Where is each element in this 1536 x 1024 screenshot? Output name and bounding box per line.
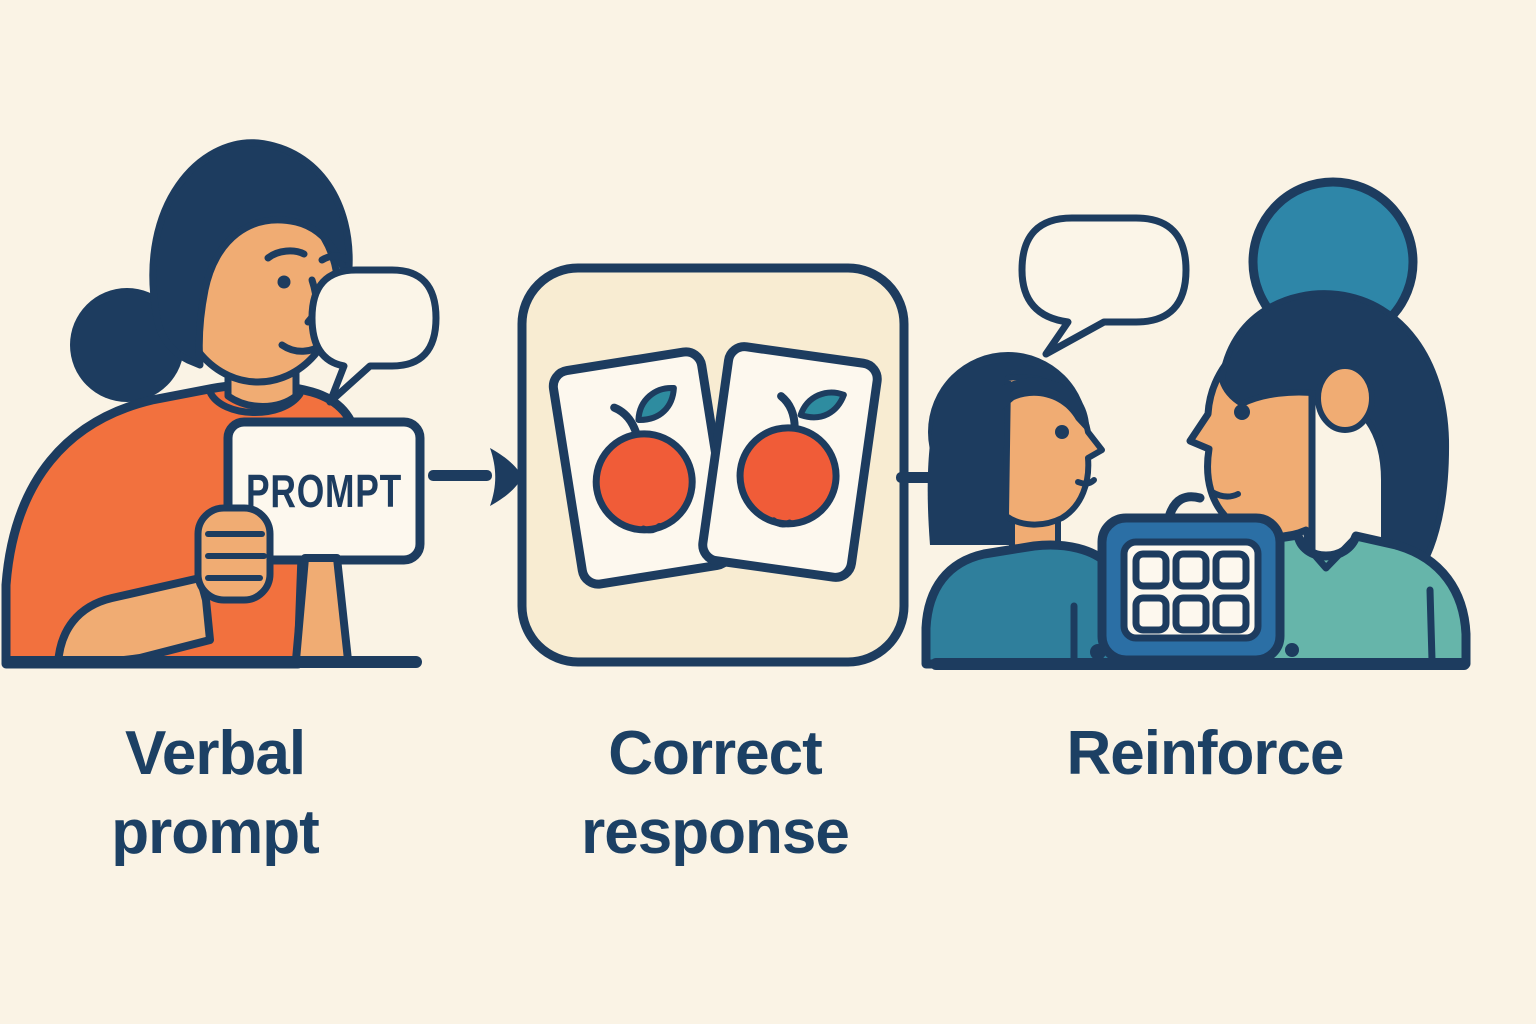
flashcard-panel bbox=[517, 263, 909, 667]
finger-lines bbox=[205, 531, 267, 581]
speech-bubble-icon bbox=[308, 266, 440, 406]
apple-icon bbox=[736, 389, 847, 528]
apple-flashcard-left bbox=[548, 347, 736, 589]
stage-label-reinforce: Reinforce bbox=[1066, 719, 1345, 788]
adult-ear bbox=[1315, 363, 1375, 433]
teacher-arm-and-hand bbox=[54, 504, 274, 669]
adult-eye bbox=[1234, 404, 1250, 420]
stage-label-verbal-prompt: Verbal prompt bbox=[111, 719, 320, 868]
adult-collar bbox=[1294, 532, 1360, 572]
token-board-icon bbox=[1090, 492, 1299, 665]
prompt-card-text: PROMPT bbox=[246, 465, 402, 517]
child-mouth bbox=[1075, 477, 1097, 487]
adult-mouth bbox=[1209, 489, 1241, 500]
child-figure bbox=[921, 352, 1132, 669]
stage-label-correct-response: Correct response bbox=[581, 719, 850, 868]
token-board-foot-right bbox=[1285, 643, 1299, 657]
prompt-card: PROMPT bbox=[223, 417, 425, 565]
child-eye bbox=[1055, 425, 1069, 439]
teacher-hair bbox=[149, 139, 353, 369]
table-line-right bbox=[930, 658, 1470, 670]
child-hair-fringe bbox=[1002, 377, 1090, 434]
arrow-right-icon bbox=[428, 448, 522, 506]
apple-flashcard-right bbox=[698, 342, 882, 582]
teacher-eye-left bbox=[277, 275, 291, 289]
child-hair-lower bbox=[927, 400, 1010, 545]
token-board-stem bbox=[1165, 492, 1205, 519]
table-line-left bbox=[2, 656, 422, 668]
apple-icon bbox=[592, 385, 696, 534]
teacher-collar bbox=[206, 388, 304, 416]
token-cells bbox=[1132, 550, 1250, 634]
teacher-forearm-vertical bbox=[292, 554, 352, 664]
speech-bubble-icon bbox=[1018, 214, 1190, 358]
adult-arm-line bbox=[1426, 586, 1436, 664]
